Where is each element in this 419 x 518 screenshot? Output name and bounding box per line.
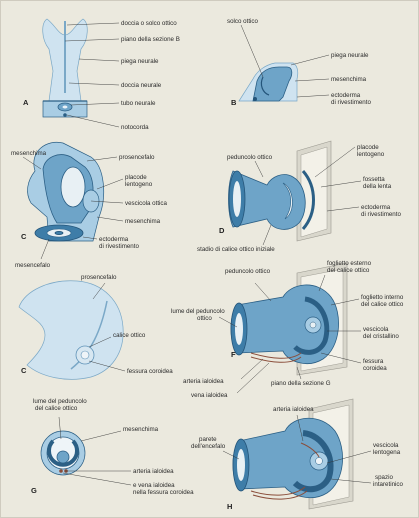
section-label-c-top: C [21,232,27,241]
label-placode-c: placode [125,174,147,181]
label-mesenchima-c: mesenchima [11,150,47,157]
label-della-lenta: della lenta [363,183,392,190]
section-label-c-middle: C [21,366,27,375]
label-rivestimento-c: di rivestimento [99,243,139,250]
label-solco-ottico: solco ottico [227,18,259,25]
label-ectoderma-d: ectoderma [361,204,391,211]
label-tubo-neurale: tubo neurale [121,100,156,107]
label-doccia-neurale: doccia neurale [121,82,162,89]
label-prosencefalo-c2: prosencefalo [81,274,117,281]
section-label-d: D [219,226,225,235]
label-ectoderma-c: ectoderma [99,236,129,243]
panel-f-optic-cup [231,263,347,375]
label-peduncolo-ottico-f: peduncolo ottico [225,268,271,275]
panel-h-later-stage [233,399,353,509]
label-arteria-ialoidea-g: arteria ialoidea [133,468,174,475]
label-parete: parete [199,436,217,443]
label-foglietto-esterno: foglietto esterno [327,260,372,267]
label-vena-ialoidea-f: vena ialoidea [191,392,228,399]
panel-b-section [239,63,298,101]
section-label-b: B [231,98,237,107]
label-rivestimento-b: di rivestimento [331,99,371,106]
label-stadio-calice: stadio di calice ottico iniziale [197,246,275,253]
label-foglietto-interno: foglietto interno [361,294,404,301]
section-label-f: F [231,350,236,359]
label-arteria-ialoidea-h: arteria ialoidea [273,406,314,413]
label-encefalo: dell'encefalo [191,443,226,450]
label-prosencefalo-c: prosencefalo [119,154,155,161]
panel-c-embryo-head [19,281,123,380]
label-foglietto-esterno-sub: del calice ottico [327,267,370,274]
label-mesencefalo: mesencefalo [15,262,51,269]
label-cristallino: del cristallino [363,333,399,340]
label-lentogena: lentogena [373,449,401,456]
label-intaretinico: intaretinico [373,481,403,488]
label-fessura-coroidea-c2: fessura coroidea [127,368,173,375]
label-fossetta: fossetta [363,176,385,183]
label-fessura-coroidea-g: nella fessura coroidea [133,489,194,496]
label-mesenchima-g: mesenchima [123,426,159,433]
panel-g-cross-section [41,431,85,475]
label-mesenchima-b: mesenchima [331,76,367,83]
label-spazio: spazio [375,474,393,481]
label-vescicola-h: vescicola [373,442,399,449]
label-piano-sezione-b: piano della sezione B [121,36,180,43]
label-lentogeno-c: lentogeno [125,181,153,188]
label-vescicola-ottica: vescicola ottica [125,200,168,207]
label-calice-ottico-c2: calice ottico [113,332,146,339]
panel-a-embryo [43,19,88,117]
label-peduncolo-ottico-d: peduncolo ottico [227,154,273,161]
label-arteria-ialoidea-f: arteria ialoidea [183,378,224,385]
label-piano-sezione-g: piano della sezione G [271,380,331,387]
label-mesenchima-c2: mesenchima [125,218,161,225]
label-placode-d: placode [357,144,379,151]
panel-c-forebrain [28,142,104,241]
label-ectoderma-b: ectoderma [331,92,361,99]
label-lume-peduncolo-g: lume del peduncolo [33,398,87,405]
label-coroidea-f: coroidea [363,365,387,372]
label-rivestimento-d: di rivestimento [361,211,401,218]
label-lume-peduncolo-sub: ottico [197,315,212,322]
label-calice-ottico-g: del calice ottico [35,405,78,412]
label-vena-ialoidea-g: e vena ialoidea [133,482,175,489]
label-piega-neurale-a: piega neurale [121,58,159,65]
label-lume-peduncolo: lume del peduncolo [171,308,225,315]
section-label-h: H [227,502,232,511]
section-label-g: G [31,486,37,495]
section-label-a: A [23,98,29,107]
label-foglietto-interno-sub: del calice ottico [361,301,404,308]
label-lentogeno-d: lentogeno [357,151,385,158]
label-vescicola-f: vescicola [363,326,389,333]
label-fessura-f: fessura [363,358,384,365]
label-doccia-solco-ottico: doccia o solco ottico [121,20,177,27]
label-notocorda: notocorda [121,124,149,131]
label-piega-neurale-b: piega neurale [331,52,369,59]
